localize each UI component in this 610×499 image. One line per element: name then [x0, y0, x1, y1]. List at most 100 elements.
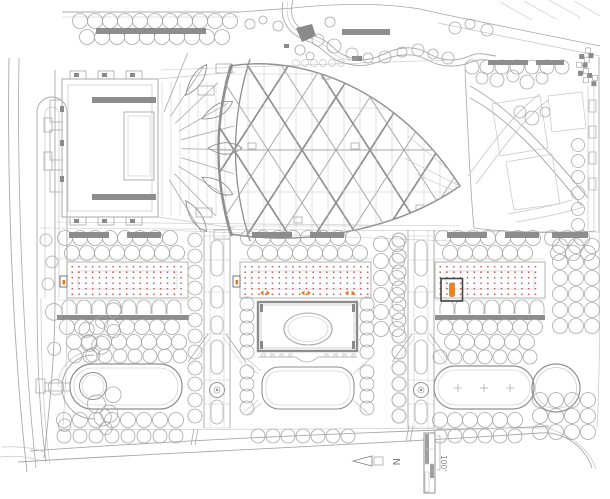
tree-icon [214, 29, 230, 45]
tree-icon [154, 245, 170, 261]
selection-box[interactable] [440, 277, 464, 302]
red-grid-dot [466, 277, 469, 279]
tree-icon [152, 412, 168, 428]
scale-bar-segment [430, 464, 434, 478]
orange-arrow-marker [301, 290, 311, 296]
tree-icon [391, 296, 407, 312]
west-pool-basin [81, 374, 105, 398]
arbor-arch [136, 299, 152, 314]
tree-icon [467, 319, 483, 335]
red-grid-dot [473, 266, 475, 268]
plan-line [159, 59, 449, 71]
plan-rect [352, 56, 362, 61]
red-grid-dot [159, 266, 162, 268]
red-grid-dot [271, 266, 274, 268]
arbor-arch [91, 299, 107, 314]
red-grid-dot [534, 293, 537, 295]
serpentine-bridge-path [281, 0, 497, 67]
red-grid-dot [312, 288, 314, 290]
east-pool-basin [535, 367, 577, 409]
tree-icon [187, 376, 203, 392]
red-grid-dot [446, 293, 448, 295]
plan-rect [60, 176, 64, 182]
red-grid-dot [319, 266, 321, 268]
red-grid-dot [366, 277, 369, 279]
tree-icon [168, 428, 184, 444]
selected-object[interactable] [449, 282, 455, 297]
tree-icon [391, 376, 407, 392]
red-grid-dot [125, 282, 128, 284]
red-dot-field [239, 261, 372, 299]
red-grid-dot [339, 288, 342, 290]
red-grid-dot [251, 293, 253, 295]
red-grid-dot [98, 293, 101, 295]
red-grid-dot [487, 277, 489, 279]
tree-icon [80, 335, 98, 352]
end-marker-dot [235, 280, 239, 285]
tree-icon [432, 412, 448, 428]
tree-icon [480, 23, 494, 37]
road-line [0, 455, 41, 462]
tree-icon [427, 48, 439, 60]
corner-brace [243, 399, 259, 413]
road-line [523, 0, 557, 20]
trellis-node [350, 142, 360, 150]
scale-bar-frame [423, 432, 436, 494]
stage-annex [125, 70, 143, 80]
red-grid-dot [264, 266, 267, 268]
pool-jet-mark [506, 384, 514, 392]
red-grid-dot [305, 293, 308, 295]
checker-stair-tile [588, 53, 594, 59]
road-line [446, 14, 601, 47]
planter-bed [414, 339, 428, 375]
checker-stair-tile [591, 81, 597, 87]
tree-icon [244, 18, 256, 30]
planter-box [588, 125, 597, 139]
tree-icon [584, 318, 600, 334]
tree-icon [568, 270, 584, 286]
tree-icon [247, 245, 263, 261]
tree-icon [156, 334, 172, 350]
red-grid-dot [105, 282, 107, 284]
tree-icon [134, 319, 150, 335]
tree-icon [141, 334, 157, 350]
tree-icon [571, 170, 585, 184]
red-grid-dot [446, 271, 448, 273]
red-grid-dot [507, 271, 509, 273]
red-grid-dot [480, 282, 482, 284]
tree-icon [88, 412, 104, 428]
seat-block [288, 353, 293, 358]
red-grid-dot [480, 266, 482, 268]
red-grid-dot [244, 271, 246, 273]
tree-icon [502, 245, 518, 261]
road-line [36, 96, 68, 298]
selection-marker[interactable] [440, 277, 464, 302]
red-grid-dot [521, 266, 523, 268]
road-line [437, 22, 601, 57]
red-grid-dot [305, 271, 308, 273]
hedge-bar [127, 232, 161, 238]
tree-icon [239, 296, 255, 312]
red-grid-dot [105, 266, 107, 268]
tree-icon [447, 349, 463, 365]
red-grid-dot [112, 282, 114, 284]
tree-icon [552, 238, 568, 254]
red-grid-dot [258, 277, 260, 279]
tree-icon [464, 59, 480, 75]
red-grid-dot [487, 288, 489, 290]
red-grid-dot [339, 266, 342, 268]
red-grid-dot [91, 293, 94, 295]
red-grid-dot [271, 282, 274, 284]
scale-bracket [437, 435, 441, 471]
tree-clusters [39, 233, 596, 444]
red-grid-dot [487, 282, 489, 284]
red-grid-dot [139, 288, 141, 290]
checker-stair-tile [583, 77, 589, 84]
red-grid-dot [305, 266, 308, 268]
red-grid-dot [285, 277, 287, 279]
seat-block [324, 353, 329, 358]
hedge-bar [69, 232, 109, 238]
ribbon-shell [201, 100, 234, 120]
red-grid-dot [153, 277, 155, 279]
red-grid-dot [264, 288, 267, 290]
